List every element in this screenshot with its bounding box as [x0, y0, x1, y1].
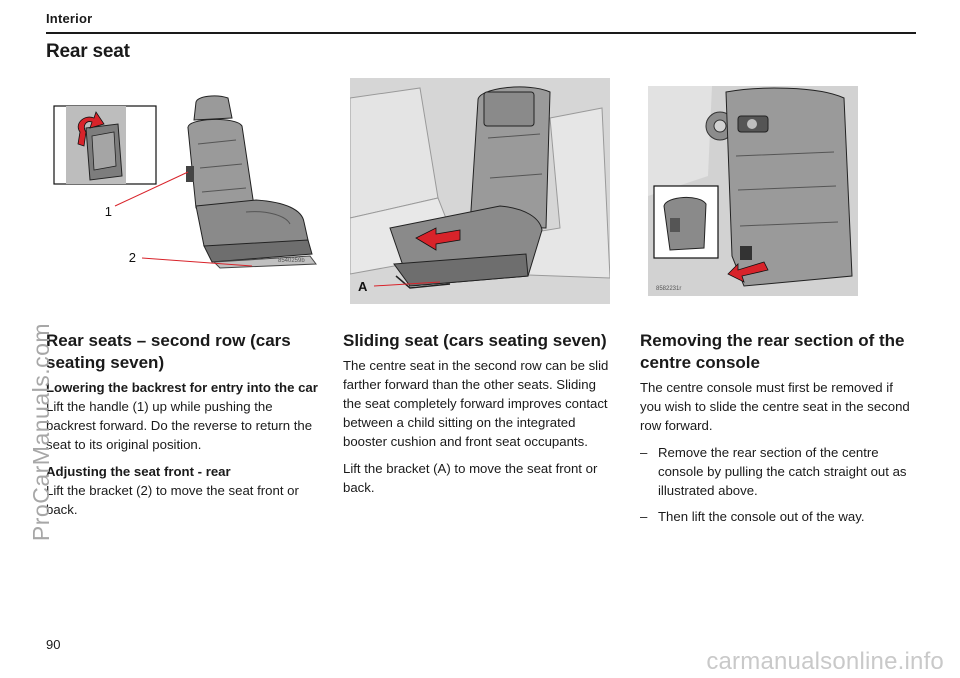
header-rule: [46, 32, 916, 34]
list-item-text: Remove the rear section of the centre co…: [658, 445, 907, 498]
red-slide-arrow-icon: [415, 227, 461, 251]
red-rotate-arrow-icon: [77, 111, 105, 147]
page-number: 90: [46, 637, 61, 652]
backrest-handle: [186, 166, 194, 182]
callout-1: 1: [105, 204, 112, 219]
list-item: –Remove the rear section of the centre c…: [640, 443, 916, 500]
figure-console-rear: 8582231r: [648, 86, 858, 296]
section-heading-rear-seats: Rear seats – second row (cars seating se…: [46, 331, 291, 372]
callout-2: 2: [129, 250, 136, 265]
watermark-left: ProCarManuals.com: [28, 322, 54, 542]
watermark-bottom: carmanualsonline.info: [706, 648, 944, 675]
paragraph-lowering-backrest: Lift the handle (1) up while pushing the…: [46, 399, 313, 452]
red-pull-arrow-icon: [727, 261, 769, 283]
section-label: Interior: [46, 11, 93, 26]
section-heading-sliding-seat: Sliding seat (cars seating seven): [343, 331, 607, 350]
list-dash: –: [640, 445, 648, 460]
figure-code: 8540259b: [278, 258, 305, 264]
paragraph-lift-bracket: Lift the bracket (A) to move the seat fr…: [343, 461, 598, 495]
paragraph-console-intro: The centre console must first be removed…: [640, 380, 910, 433]
list-item: –Then lift the console out of the way.: [640, 507, 916, 526]
list-item-text: Then lift the console out of the way.: [658, 509, 865, 524]
callout-a: A: [358, 279, 368, 294]
column-left: Rear seats – second row (cars seating se…: [46, 330, 322, 527]
instruction-list: –Remove the rear section of the centre c…: [640, 443, 916, 526]
figure-seat-backrest-handle: 2 1 8540259b: [46, 88, 336, 288]
section-heading-removing-console: Removing the rear section of the centre …: [640, 331, 905, 372]
column-middle: Sliding seat (cars seating seven) The ce…: [343, 330, 615, 505]
page-title: Rear seat: [46, 41, 130, 62]
figure-sliding-seat: A: [350, 78, 610, 304]
subheading-adjusting-seat: Adjusting the seat front - rear: [46, 464, 231, 479]
column-right: Removing the rear section of the centre …: [640, 330, 916, 533]
subheading-lowering-backrest: Lowering the backrest for entry into the…: [46, 380, 318, 395]
list-dash: –: [640, 509, 648, 524]
figure-code: 8582231r: [656, 286, 681, 292]
paragraph-sliding-seat: The centre seat in the second row can be…: [343, 358, 609, 449]
paragraph-adjusting-seat: Lift the bracket (2) to move the seat fr…: [46, 483, 299, 517]
